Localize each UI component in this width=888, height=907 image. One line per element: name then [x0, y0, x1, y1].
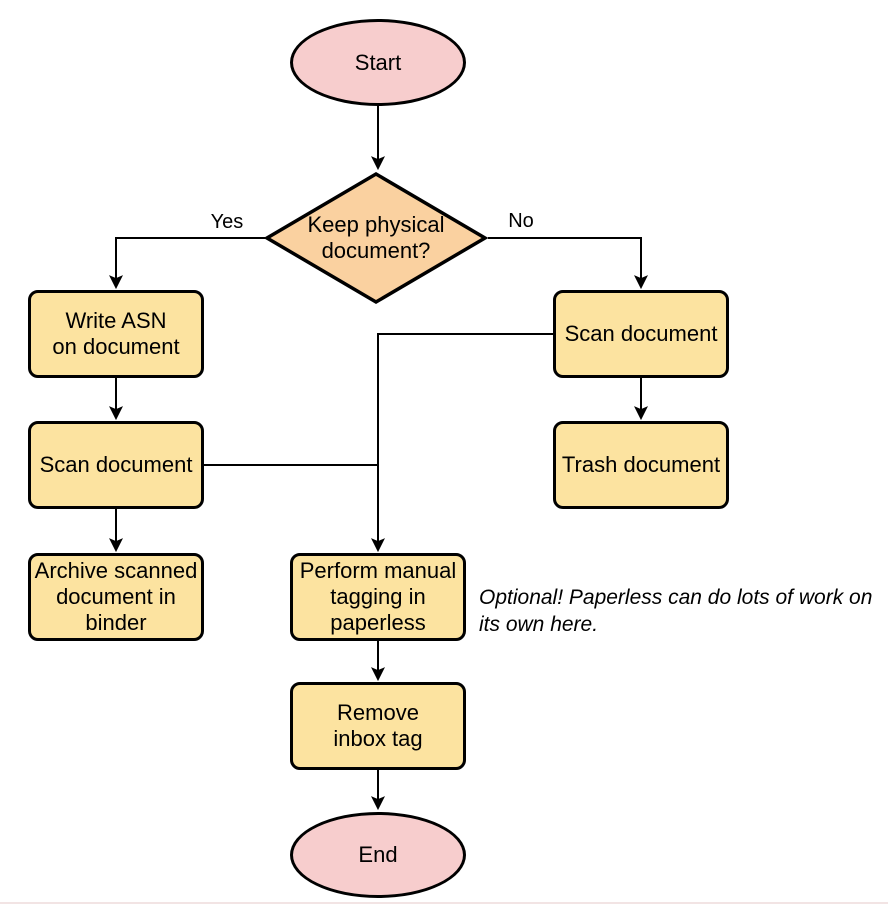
decision-diamond-polygon [263, 171, 489, 305]
node-remove-inbox-label: Remove inbox tag [333, 700, 423, 751]
node-trash: Trash document [553, 421, 729, 509]
node-tagging: Perform manual tagging in paperless [290, 553, 466, 641]
node-scan-right: Scan document [553, 290, 729, 378]
node-trash-label: Trash document [561, 452, 721, 477]
node-decision-label: Keep physical document? [307, 212, 445, 263]
node-remove-inbox: Remove inbox tag [290, 682, 466, 770]
edge-label-yes: Yes [197, 210, 257, 234]
node-end: End [290, 812, 466, 898]
node-scan-left: Scan document [28, 421, 204, 509]
node-archive-label: Archive scanned document in binder [34, 558, 198, 635]
annotation-optional-note: Optional! Paperless can do lots of work … [479, 586, 873, 636]
node-archive: Archive scanned document in binder [28, 553, 204, 641]
node-end-label: End [358, 842, 398, 867]
node-start: Start [290, 19, 466, 106]
node-scan-right-label: Scan document [564, 321, 718, 346]
edge-scan-right-to-tagging [371, 333, 553, 553]
node-write-asn-label: Write ASN on document [52, 308, 180, 359]
bottom-hairline [0, 902, 888, 904]
node-write-asn: Write ASN on document [28, 290, 204, 378]
node-scan-left-label: Scan document [39, 452, 193, 477]
decision-diamond-shape [263, 171, 489, 305]
edge-label-no: No [491, 209, 551, 233]
edge-decision-yes-to-write-asn [109, 237, 265, 290]
node-tagging-label: Perform manual tagging in paperless [299, 558, 457, 635]
node-start-label: Start [354, 49, 402, 75]
node-decision: Keep physical document? [263, 170, 489, 306]
edge-decision-no-to-scan-right [488, 237, 648, 290]
